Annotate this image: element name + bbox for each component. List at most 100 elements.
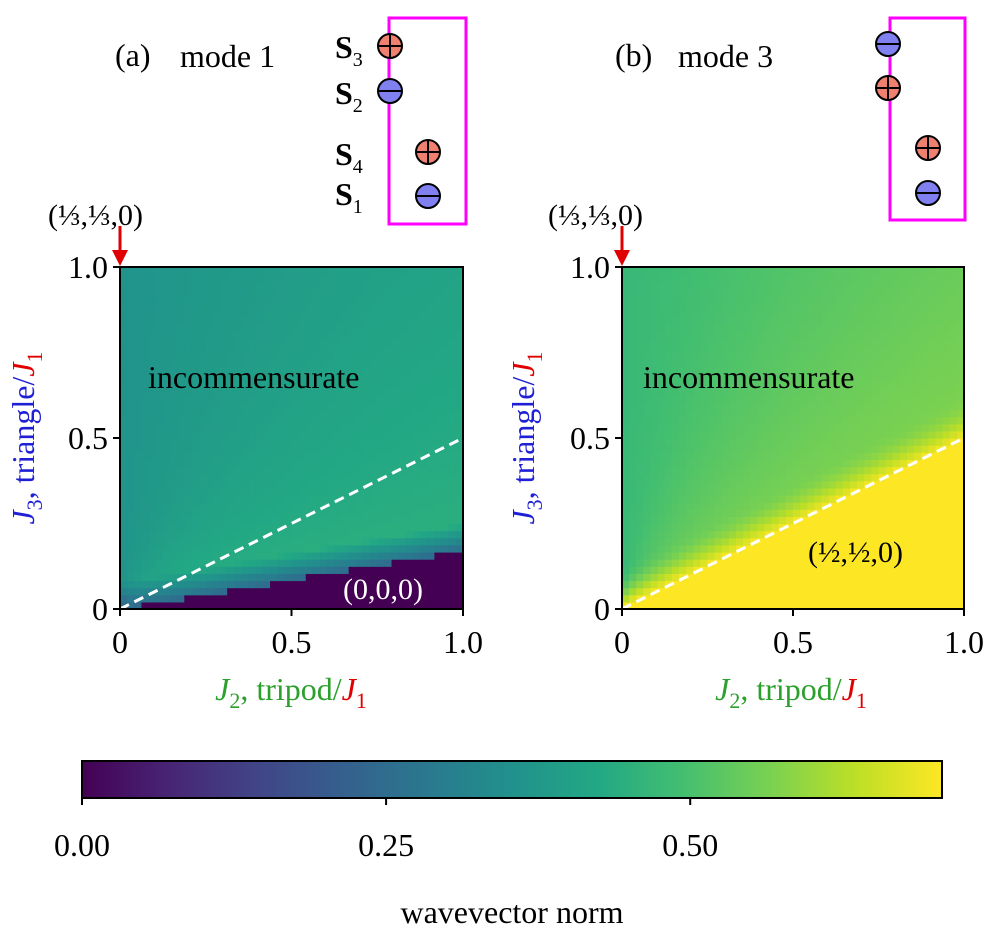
heatmap-cell bbox=[455, 537, 463, 546]
heatmap-cell bbox=[750, 466, 758, 475]
heatmap-cell bbox=[362, 438, 371, 446]
heatmap-cell bbox=[155, 566, 164, 574]
heatmap-cell bbox=[198, 587, 207, 596]
heatmap-cell bbox=[141, 395, 150, 403]
heatmap-cell bbox=[671, 459, 680, 468]
heatmap-cell bbox=[448, 459, 457, 468]
heatmap-cell bbox=[942, 352, 951, 361]
heatmap-cell bbox=[348, 552, 357, 560]
heatmap-cell bbox=[636, 466, 644, 475]
heatmap-cell bbox=[255, 544, 264, 553]
heatmap-cell bbox=[778, 530, 787, 539]
heatmap-cell bbox=[127, 594, 135, 603]
heatmap-cell bbox=[857, 466, 865, 475]
heatmap-cell bbox=[227, 366, 235, 375]
heatmap-cell bbox=[270, 473, 278, 482]
heatmap-cell bbox=[177, 316, 185, 325]
heatmap-cell bbox=[148, 601, 157, 609]
heatmap-cell bbox=[693, 587, 701, 596]
heatmap-cell bbox=[355, 516, 364, 525]
heatmap-cell bbox=[643, 601, 652, 609]
heatmap-cell bbox=[370, 331, 378, 339]
heatmap-cell bbox=[420, 573, 428, 582]
heatmap-cell bbox=[935, 316, 944, 325]
heatmap-cell bbox=[220, 452, 228, 460]
heatmap-cell bbox=[935, 302, 944, 311]
heatmap-cell bbox=[778, 502, 787, 510]
heatmap-cell bbox=[907, 352, 915, 361]
heatmap-cell bbox=[148, 502, 157, 510]
heatmap-cell bbox=[956, 373, 964, 382]
heatmap-cell bbox=[878, 345, 887, 354]
heatmap-cell bbox=[721, 352, 730, 361]
heatmap-cell bbox=[148, 388, 157, 396]
heatmap-cell bbox=[871, 445, 880, 453]
heatmap-cell bbox=[434, 438, 443, 446]
heatmap-cell bbox=[334, 338, 343, 346]
heatmap-cell bbox=[636, 281, 644, 289]
heatmap-cell bbox=[412, 601, 421, 609]
heatmap-cell bbox=[412, 509, 421, 517]
heatmap-cell bbox=[434, 402, 443, 411]
heatmap-cell bbox=[248, 601, 257, 609]
heatmap-cell bbox=[348, 331, 357, 339]
heatmap-cell bbox=[427, 338, 436, 346]
heatmap-cell bbox=[622, 523, 630, 532]
heatmap-cell bbox=[248, 316, 257, 325]
heatmap-cell bbox=[427, 480, 436, 489]
heatmap-cell bbox=[636, 523, 644, 532]
panel-b-label: (b) bbox=[615, 37, 652, 73]
heatmap-cell bbox=[928, 480, 937, 489]
heatmap-cell bbox=[120, 359, 128, 368]
heatmap-cell bbox=[234, 395, 243, 403]
heatmap-cell bbox=[743, 359, 751, 368]
heatmap-cell bbox=[650, 395, 659, 403]
heatmap-cell bbox=[284, 430, 293, 439]
heatmap-cell bbox=[320, 566, 328, 574]
heatmap-cell bbox=[198, 487, 207, 496]
heatmap-cell bbox=[291, 466, 300, 475]
heatmap-cell bbox=[778, 288, 787, 297]
heatmap-cell bbox=[636, 267, 644, 275]
heatmap-cell bbox=[850, 338, 858, 346]
heatmap-cell bbox=[162, 395, 171, 403]
heatmap-cell bbox=[305, 288, 314, 297]
heatmap-cell bbox=[320, 544, 328, 553]
heatmap-cell bbox=[120, 430, 128, 439]
heatmap-cell bbox=[205, 452, 214, 460]
heatmap-cell bbox=[162, 502, 171, 510]
heatmap-cell bbox=[728, 495, 737, 503]
heatmap-cell bbox=[220, 288, 228, 297]
heatmap-cell bbox=[892, 381, 901, 389]
heatmap-cell bbox=[212, 466, 221, 475]
heatmap-cell bbox=[764, 302, 773, 311]
heatmap-cell bbox=[327, 416, 335, 425]
heatmap-cell bbox=[807, 267, 815, 275]
heatmap-cell bbox=[714, 267, 723, 275]
heatmap-cell bbox=[298, 416, 307, 425]
heatmap-cell bbox=[391, 288, 400, 297]
heatmap-cell bbox=[134, 438, 143, 446]
heatmap-cell bbox=[785, 559, 794, 567]
heatmap-cell bbox=[291, 274, 300, 282]
heatmap-cell bbox=[949, 302, 958, 311]
heatmap-cell bbox=[455, 302, 463, 311]
heatmap-cell bbox=[348, 502, 357, 510]
heatmap-cell bbox=[405, 445, 414, 453]
heatmap-cell bbox=[721, 452, 730, 460]
heatmap-cell bbox=[448, 502, 457, 510]
heatmap-cell bbox=[448, 331, 457, 339]
heatmap-cell bbox=[370, 466, 378, 475]
heatmap-cell bbox=[312, 338, 321, 346]
heatmap-cell bbox=[714, 274, 723, 282]
heatmap-cell bbox=[728, 594, 737, 603]
heatmap-cell bbox=[686, 373, 694, 382]
heatmap-cell bbox=[212, 523, 221, 532]
heatmap-cell bbox=[949, 316, 958, 325]
heatmap-cell bbox=[871, 359, 880, 368]
heatmap-cell bbox=[234, 281, 243, 289]
heatmap-cell bbox=[850, 309, 858, 318]
heatmap-cell bbox=[736, 267, 744, 275]
region-label-incommensurate-b: incommensurate bbox=[643, 359, 854, 395]
heatmap-cell bbox=[127, 566, 135, 574]
